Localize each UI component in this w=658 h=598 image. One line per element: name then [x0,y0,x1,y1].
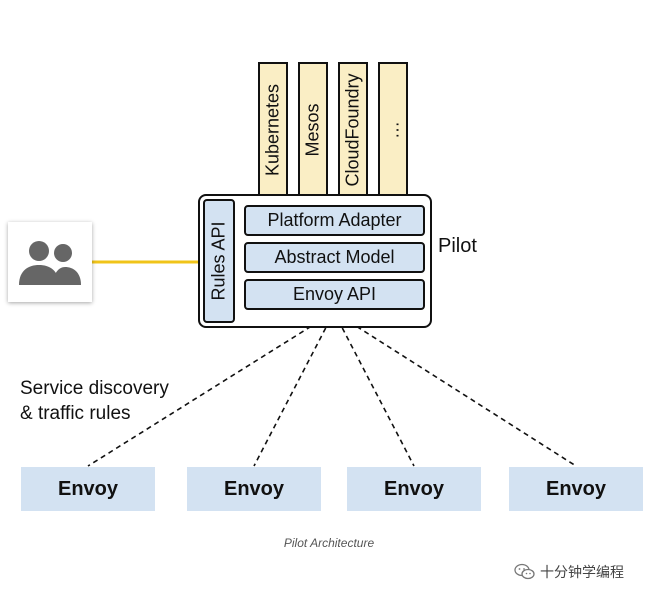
platform-label: … [382,121,403,139]
envoy-box-3: Envoy [347,467,481,511]
envoy-box-2: Envoy [187,467,321,511]
envoy-box-4: Envoy [509,467,643,511]
pilot-label: Pilot [438,235,477,257]
envoy-label: Envoy [223,477,285,500]
platform-label: Mesos [302,103,323,157]
wechat-icon [514,563,535,580]
envoy-box-1: Envoy [21,467,155,511]
envoy-api-layer: Envoy API [244,279,425,310]
users-icon [19,241,81,285]
annotation-line-1: Service discovery [20,378,169,399]
envoy-label: Envoy [545,477,607,500]
envoy-label: Envoy [383,477,445,500]
platform-cloudfoundry: CloudFoundry [338,62,368,196]
users-card [8,222,92,302]
platform-label: Kubernetes [262,83,283,177]
abstract-model-layer: Abstract Model [244,242,425,273]
rules-api-label: Rules API [208,221,229,301]
annotation-line-2: & traffic rules [20,403,131,424]
platform-more: … [378,62,408,196]
layer-label: Platform Adapter [267,210,402,230]
rules-api-box: Rules API [203,199,235,323]
layer-label: Abstract Model [274,247,395,267]
layer-label: Envoy API [292,284,377,304]
envoy-link-2 [253,311,335,467]
watermark-text: 十分钟学编程 [540,564,624,580]
envoy-label: Envoy [57,477,119,500]
platform-kubernetes: Kubernetes [258,62,288,196]
envoy-link-3 [333,311,415,467]
envoy-link-4 [333,311,577,467]
service-discovery-label: Service discovery & traffic rules [20,376,169,426]
platform-label: CloudFoundry [342,73,363,187]
figure-caption: Pilot Architecture [283,536,375,550]
platform-mesos: Mesos [298,62,328,196]
platform-adapter-layer: Platform Adapter [244,205,425,236]
watermark: 十分钟学编程 [514,562,624,582]
